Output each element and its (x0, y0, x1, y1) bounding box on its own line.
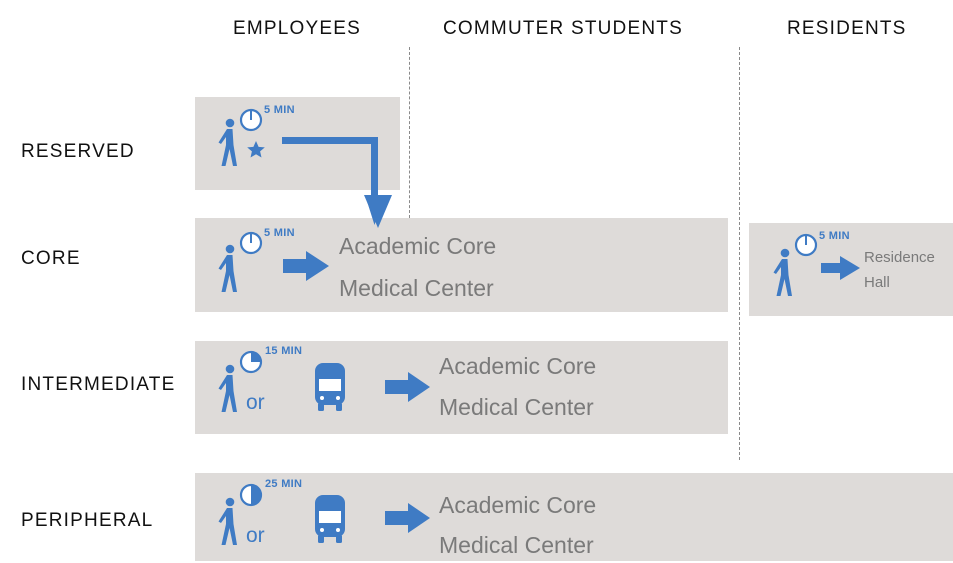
residents-clock-icon (794, 233, 818, 257)
reserved-to-core-arrow-head (364, 195, 392, 228)
intermediate-bus-label: CS (323, 383, 337, 393)
row-label-peripheral: PERIPHERAL (21, 510, 154, 531)
core-arrow-icon (283, 251, 329, 281)
residents-time-label: 5 MIN (819, 230, 850, 242)
reserved-star-icon (247, 141, 265, 158)
peripheral-bus-label: CS (323, 515, 337, 525)
core-walker-icon (218, 244, 237, 292)
peripheral-or-label: or (246, 524, 265, 547)
peripheral-clock-icon (239, 483, 263, 507)
column-divider-left (409, 47, 410, 218)
reserved-time-label: 5 MIN (264, 104, 295, 116)
peripheral-walker-icon (218, 497, 237, 545)
residents-arrow-icon (821, 256, 860, 280)
intermediate-time-label: 15 MIN (265, 345, 303, 357)
column-divider-right (739, 47, 740, 460)
core-dest-line2: Medical Center (339, 275, 494, 301)
intermediate-or-label: or (246, 391, 265, 414)
row-label-reserved: RESERVED (21, 141, 135, 162)
intermediate-box (195, 341, 728, 434)
reserved-to-core-arrow (282, 137, 383, 225)
row-label-core: CORE (21, 248, 81, 269)
intermediate-clock-icon (239, 350, 263, 374)
intermediate-dest-line2: Medical Center (439, 394, 594, 420)
peripheral-arrow-icon (385, 503, 430, 533)
peripheral-time-label: 25 MIN (265, 478, 303, 490)
column-header-commuter-students: COMMUTER STUDENTS (443, 18, 683, 39)
residents-dest-line1: Residence (864, 249, 935, 266)
column-header-residents: RESIDENTS (787, 18, 907, 39)
row-label-intermediate: INTERMEDIATE (21, 374, 176, 395)
intermediate-dest-line1: Academic Core (439, 353, 597, 379)
core-time-label: 5 MIN (264, 227, 295, 239)
peripheral-dest-line2: Medical Center (439, 532, 594, 558)
residents-walker-icon (773, 248, 792, 296)
column-header-employees: EMPLOYEES (233, 18, 362, 39)
peripheral-dest-line1: Academic Core (439, 492, 597, 518)
core-clock-icon (239, 231, 263, 255)
reserved-clock-icon (239, 108, 263, 132)
reserved-walker-icon (218, 118, 237, 166)
residents-dest-line2: Hall (864, 274, 890, 291)
intermediate-walker-icon (218, 364, 237, 412)
core-dest-line1: Academic Core (339, 233, 497, 259)
intermediate-arrow-icon (385, 372, 430, 402)
